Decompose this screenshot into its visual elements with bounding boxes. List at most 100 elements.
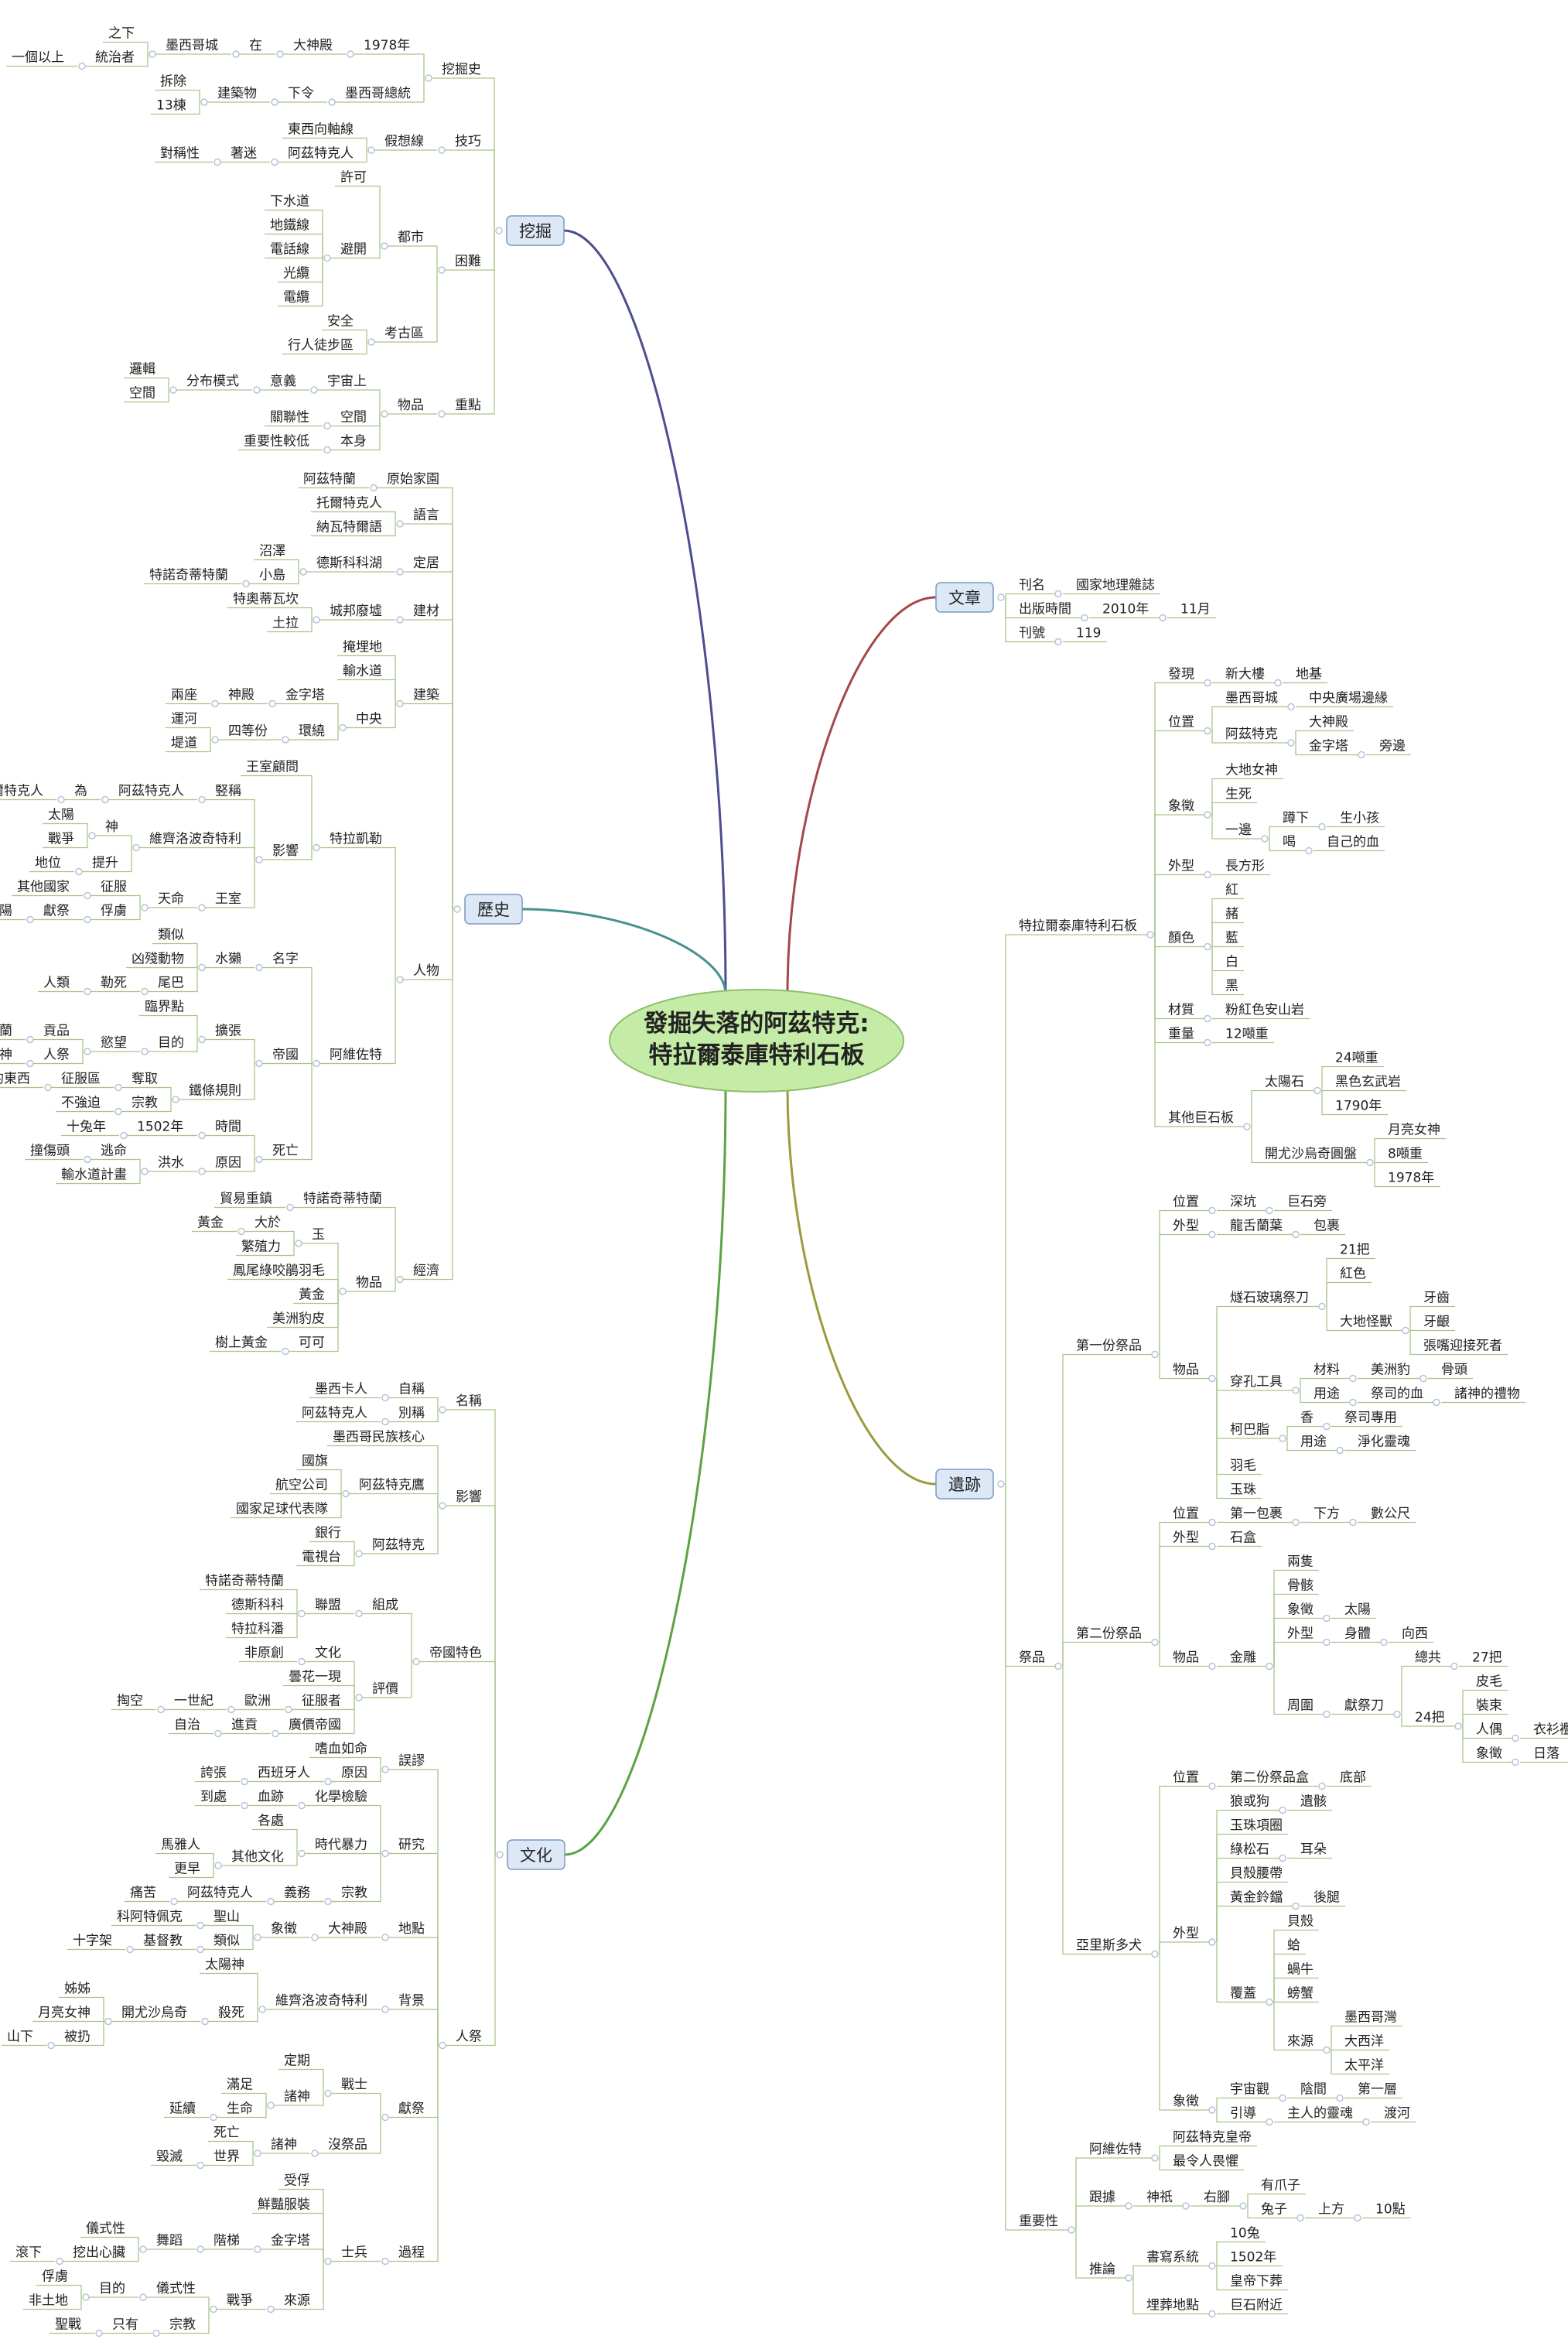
topic-node[interactable]: 刊名: [1013, 578, 1050, 595]
topic-node[interactable]: 士兵: [336, 2245, 373, 2262]
collapse-handle-icon[interactable]: [298, 1801, 306, 1810]
topic-node[interactable]: 背景: [393, 1993, 430, 2010]
topic-node[interactable]: 紅: [1220, 883, 1244, 900]
branch-topic[interactable]: 文化: [507, 1839, 565, 1870]
topic-node[interactable]: 墨西哥總統: [340, 86, 416, 103]
topic-node[interactable]: 大於: [249, 1216, 286, 1233]
topic-node[interactable]: 舞蹈: [151, 2233, 188, 2250]
collapse-handle-icon[interactable]: [201, 2017, 209, 2026]
collapse-handle-icon[interactable]: [381, 1766, 389, 1773]
topic-node[interactable]: 石盒: [1225, 1530, 1262, 1547]
collapse-handle-icon[interactable]: [198, 1131, 206, 1140]
collapse-handle-icon[interactable]: [120, 1131, 128, 1140]
topic-node[interactable]: 第二份祭品: [1071, 1626, 1147, 1643]
collapse-handle-icon[interactable]: [114, 1107, 122, 1116]
topic-node[interactable]: 螃蟹: [1282, 1986, 1319, 2003]
topic-node[interactable]: 洪水: [152, 1155, 190, 1172]
topic-node[interactable]: 巨石附近: [1225, 2298, 1288, 2315]
topic-node[interactable]: 痛苦: [125, 1886, 162, 1903]
topic-node[interactable]: 沼澤: [254, 544, 291, 561]
collapse-handle-icon[interactable]: [1208, 2106, 1216, 2114]
collapse-handle-icon[interactable]: [255, 1059, 263, 1068]
central-topic[interactable]: 發掘失落的阿茲特克: 特拉爾泰庫特利石板: [609, 989, 904, 1093]
topic-node[interactable]: 建築物: [212, 86, 262, 103]
topic-node[interactable]: 掏空: [111, 1694, 149, 1711]
topic-node[interactable]: 阿茲特克人: [182, 1886, 258, 1903]
collapse-handle-icon[interactable]: [141, 1048, 149, 1055]
collapse-handle-icon[interactable]: [1266, 1662, 1273, 1671]
topic-node[interactable]: 象徵: [1282, 1602, 1319, 1619]
collapse-handle-icon[interactable]: [439, 1502, 446, 1510]
collapse-handle-icon[interactable]: [1366, 1158, 1374, 1167]
topic-node[interactable]: 原始家園: [381, 472, 445, 489]
topic-node[interactable]: 羽毛: [1225, 1459, 1262, 1476]
topic-node[interactable]: 後腿: [1308, 1890, 1345, 1907]
topic-node[interactable]: 開尤沙烏奇圓盤: [1259, 1147, 1362, 1164]
topic-node[interactable]: 用途: [1308, 1387, 1345, 1404]
topic-node[interactable]: 第一包裹: [1225, 1506, 1288, 1524]
collapse-handle-icon[interactable]: [1125, 2202, 1132, 2210]
collapse-handle-icon[interactable]: [997, 1480, 1005, 1488]
topic-node[interactable]: 臨界點: [139, 1000, 190, 1017]
topic-node[interactable]: 美洲豹皮: [267, 1312, 330, 1329]
collapse-handle-icon[interactable]: [313, 843, 320, 852]
topic-node[interactable]: 諸神: [0, 1048, 18, 1065]
topic-node[interactable]: 張嘴迎接死者: [1418, 1339, 1508, 1356]
topic-node[interactable]: 最好的東西: [0, 1072, 36, 1089]
topic-node[interactable]: 阿維佐特: [1084, 2142, 1147, 2159]
topic-node[interactable]: 象徵: [1167, 2094, 1204, 2111]
topic-node[interactable]: 廣價帝國: [283, 1718, 347, 1735]
topic-node[interactable]: 考古區: [379, 326, 429, 343]
topic-node[interactable]: 本身: [335, 434, 372, 451]
collapse-handle-icon[interactable]: [282, 1347, 289, 1356]
topic-node[interactable]: 裝束: [1471, 1698, 1508, 1715]
topic-node[interactable]: 墨西哥城: [1220, 691, 1283, 708]
collapse-handle-icon[interactable]: [311, 2149, 319, 2157]
topic-node[interactable]: 阿維佐特: [324, 1048, 388, 1065]
collapse-handle-icon[interactable]: [1208, 1938, 1216, 1946]
topic-node[interactable]: 金雕: [1225, 1650, 1262, 1667]
topic-node[interactable]: 陰間: [1295, 2082, 1332, 2099]
collapse-handle-icon[interactable]: [210, 2305, 217, 2314]
collapse-handle-icon[interactable]: [1204, 679, 1211, 687]
topic-node[interactable]: 12噸重: [1220, 1027, 1274, 1044]
collapse-handle-icon[interactable]: [126, 1945, 134, 1954]
topic-node[interactable]: 城邦廢墟: [324, 604, 388, 621]
collapse-handle-icon[interactable]: [1208, 1662, 1216, 1671]
collapse-handle-icon[interactable]: [496, 1851, 504, 1859]
topic-node[interactable]: 類似: [152, 928, 190, 945]
collapse-handle-icon[interactable]: [1323, 1422, 1331, 1431]
topic-node[interactable]: 延續: [164, 2101, 201, 2119]
collapse-handle-icon[interactable]: [271, 158, 278, 166]
topic-node[interactable]: 太陽石: [1259, 1075, 1310, 1092]
topic-node[interactable]: 象徵: [265, 1921, 302, 1938]
collapse-handle-icon[interactable]: [1454, 1722, 1462, 1730]
collapse-handle-icon[interactable]: [381, 2113, 389, 2122]
topic-node[interactable]: 獻祭: [38, 904, 75, 921]
topic-node[interactable]: 喝: [1277, 835, 1301, 852]
collapse-handle-icon[interactable]: [196, 1945, 204, 1954]
collapse-handle-icon[interactable]: [1512, 1758, 1519, 1766]
topic-node[interactable]: 有爪子: [1255, 2178, 1306, 2195]
topic-node[interactable]: 8噸重: [1382, 1147, 1428, 1164]
topic-node[interactable]: 1978年: [1382, 1171, 1440, 1188]
collapse-handle-icon[interactable]: [1336, 1446, 1344, 1455]
topic-node[interactable]: 樹上黃金: [210, 1335, 273, 1353]
topic-node[interactable]: 德斯科科湖: [311, 556, 388, 573]
topic-node[interactable]: 人祭: [450, 2030, 487, 2047]
collapse-handle-icon[interactable]: [396, 616, 404, 624]
topic-node[interactable]: 其他巨石板: [1163, 1110, 1239, 1127]
collapse-handle-icon[interactable]: [1266, 1206, 1273, 1215]
collapse-handle-icon[interactable]: [267, 2101, 275, 2109]
topic-node[interactable]: 月亮女神: [1382, 1123, 1446, 1140]
collapse-handle-icon[interactable]: [139, 2293, 147, 2301]
collapse-handle-icon[interactable]: [210, 2113, 217, 2122]
collapse-handle-icon[interactable]: [342, 1489, 350, 1498]
topic-node[interactable]: 到處: [195, 1790, 232, 1807]
collapse-handle-icon[interactable]: [84, 987, 91, 996]
topic-node[interactable]: 為: [69, 784, 93, 801]
collapse-handle-icon[interactable]: [412, 1657, 420, 1666]
topic-node[interactable]: 右腳: [1198, 2190, 1235, 2207]
collapse-handle-icon[interactable]: [26, 1059, 34, 1068]
collapse-handle-icon[interactable]: [198, 904, 206, 911]
